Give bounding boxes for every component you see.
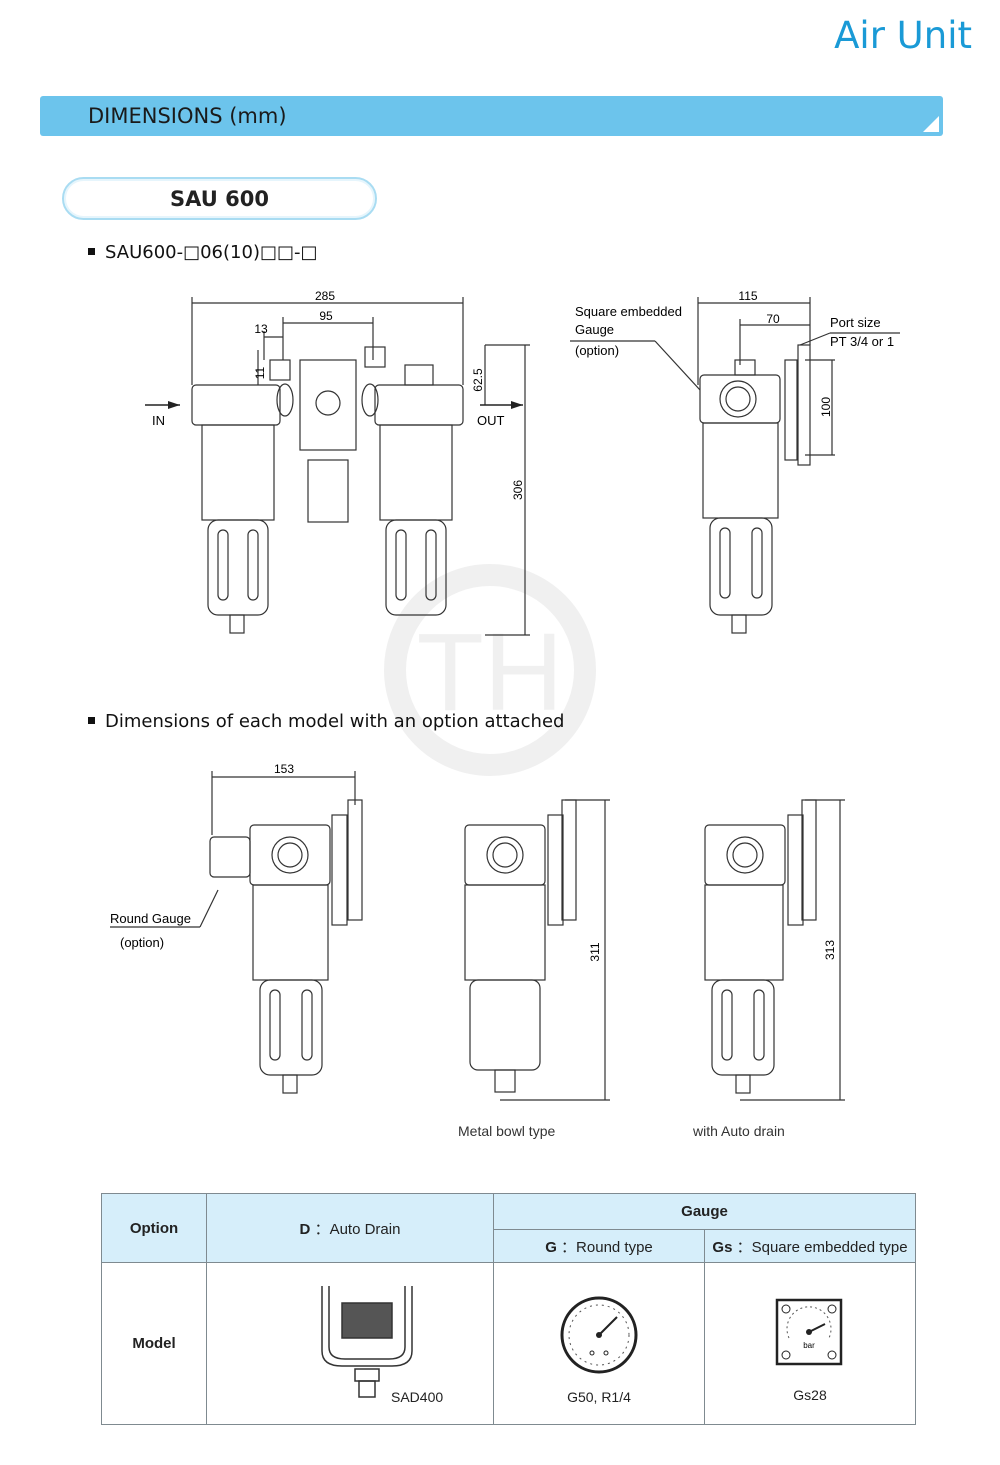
dim-100: 100 [819, 397, 833, 417]
caption-auto-drain: with Auto drain [693, 1123, 785, 1139]
dim-306: 306 [511, 480, 525, 500]
model-badge: SAU 600 [62, 177, 377, 220]
out-label: OUT [477, 413, 505, 428]
header-round-type: G ：Round type [493, 1229, 705, 1263]
square-gauge-icon: bar [775, 1298, 843, 1366]
front-view-drawing: 285 95 13 11 62.5 306 IN OUT [145, 289, 530, 636]
watermark-logo: TH [384, 564, 596, 776]
cell-square-gauge: bar Gs28 [704, 1262, 916, 1425]
row-model-label: Model [101, 1262, 207, 1425]
bullet-icon [88, 717, 95, 724]
bullet-icon [88, 248, 95, 255]
header-gs-text: ：Square embedded type [736, 1238, 908, 1256]
dim-11: 11 [253, 366, 267, 379]
brand-title: Air Unit [834, 14, 972, 57]
option-views-drawing: 153 Round Gauge (option) 311 313 [110, 762, 845, 1101]
square-gauge-unit: bar [803, 1341, 815, 1350]
auto-drain-icon [321, 1286, 413, 1398]
dim-285: 285 [315, 289, 335, 303]
auto-drain-model: SAD400 [391, 1389, 444, 1405]
header-d-code: D [299, 1220, 311, 1238]
header-gauge: Gauge [493, 1193, 916, 1230]
square-gauge-label-1: Square embedded [575, 304, 682, 319]
header-g-text: ：Round type [561, 1238, 653, 1256]
port-size-label-1: Port size [830, 315, 881, 330]
dim-95: 95 [319, 309, 333, 323]
dim-115: 115 [738, 289, 757, 303]
svg-text:TH: TH [417, 611, 564, 734]
section-title: DIMENSIONS (mm) [88, 104, 287, 128]
square-gauge-label-3: (option) [575, 343, 619, 358]
port-size-label-2: PT 3/4 or 1 [830, 334, 894, 349]
cell-auto-drain: SAD400 [206, 1262, 494, 1425]
square-gauge-model: Gs28 [793, 1387, 827, 1403]
header-d-text: ：Auto Drain [314, 1220, 401, 1238]
subsection-title-1: SAU600-□06(10)□□-□ [105, 242, 318, 263]
header-g-code: G [545, 1238, 557, 1256]
header-auto-drain: D ：Auto Drain [206, 1193, 494, 1263]
round-gauge-label-1: Round Gauge [110, 911, 191, 926]
subsection-title-2: Dimensions of each model with an option … [105, 711, 565, 732]
banner-corner [923, 116, 939, 132]
round-gauge-label-2: (option) [120, 935, 164, 950]
round-gauge-icon [560, 1296, 638, 1374]
dim-311: 311 [588, 942, 602, 961]
dim-313: 313 [823, 940, 837, 960]
caption-metal-bowl: Metal bowl type [458, 1123, 556, 1139]
cell-round-gauge: G50, R1/4 [493, 1262, 705, 1425]
header-gs-code: Gs [712, 1238, 733, 1256]
option-table: Option D ：Auto Drain Gauge G ：Round type… [101, 1193, 916, 1425]
subsection-heading-1: SAU600-□06(10)□□-□ [88, 242, 317, 263]
dim-70: 70 [766, 312, 780, 326]
round-gauge-model: G50, R1/4 [567, 1389, 631, 1405]
square-gauge-label-2: Gauge [575, 322, 614, 337]
subsection-heading-2: Dimensions of each model with an option … [88, 711, 564, 732]
model-badge-label: SAU 600 [170, 187, 269, 211]
side-view-drawing: Square embedded Gauge (option) Port size… [570, 289, 900, 634]
dim-153: 153 [274, 762, 294, 776]
header-square-type: Gs ：Square embedded type [704, 1229, 916, 1263]
in-label: IN [152, 413, 165, 428]
dim-13: 13 [254, 322, 268, 336]
dim-62-5: 62.5 [471, 368, 485, 392]
header-option: Option [101, 1193, 207, 1263]
section-banner: DIMENSIONS (mm) [40, 96, 943, 136]
